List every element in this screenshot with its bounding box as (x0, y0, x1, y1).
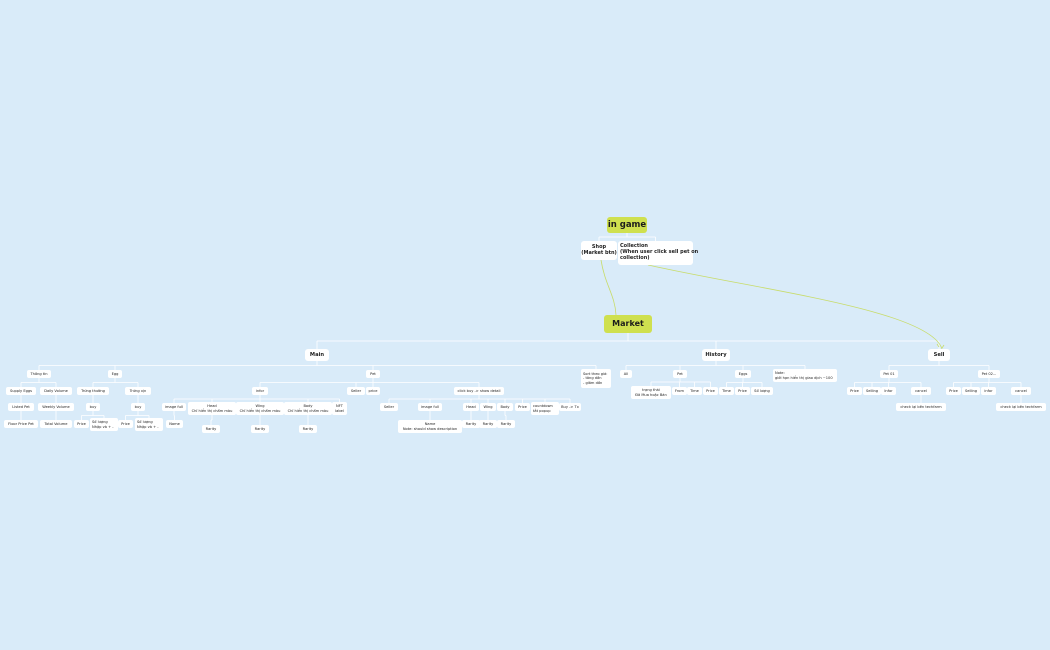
node-name-note[interactable]: Name Note: should show description (398, 420, 462, 433)
node-s2-infor[interactable]: infor (981, 387, 996, 395)
node-time-2[interactable]: Time (719, 387, 734, 395)
link-arrowhead-sell (936, 343, 945, 349)
node-weekly-volume[interactable]: Weekly Volume (38, 403, 74, 411)
node-history[interactable]: History (702, 349, 730, 361)
node-pet[interactable]: Pet (366, 370, 380, 378)
node-s2-cancel[interactable]: cancel (1011, 387, 1031, 395)
node-supply-eggs[interactable]: Supply Eggs (6, 387, 36, 395)
node-price-3[interactable]: Price (515, 403, 530, 411)
node-rarity-head-2[interactable]: Rarity (462, 420, 480, 428)
node-buy-1[interactable]: buy (86, 403, 100, 411)
node-image-full-1[interactable]: image full (162, 403, 186, 411)
node-s1-price[interactable]: Price (847, 387, 862, 395)
node-shop[interactable]: Shop (Market btn) (581, 241, 617, 260)
node-all[interactable]: All (620, 370, 632, 378)
node-in-game[interactable]: in game (607, 217, 647, 233)
node-rarity-wing-2[interactable]: Rarity (479, 420, 497, 428)
node-so-luong-1[interactable]: Số lượng Nhập và + - (90, 418, 118, 431)
node-click-buy[interactable]: click buy -> show detail (454, 387, 504, 395)
node-note-history[interactable]: Note: giới hạn hiển thị giao dịch ~100 (773, 369, 837, 382)
node-market[interactable]: Market (604, 315, 652, 333)
node-s2-selling[interactable]: Selling (962, 387, 980, 395)
node-head-2[interactable]: Head (463, 403, 479, 411)
node-trung-xin[interactable]: Trứng xịn (125, 387, 151, 395)
node-eggs[interactable]: Eggs (735, 370, 751, 378)
node-price-pet[interactable]: price (366, 387, 380, 395)
node-trang-thai[interactable]: trạng thái Đã Mua hoặc Bán (631, 386, 671, 399)
link-collection-sell (647, 264, 943, 350)
node-trung-thuong[interactable]: Trứng thường (77, 387, 109, 395)
node-pet01[interactable]: Pet 01 (880, 370, 898, 378)
node-from[interactable]: From (672, 387, 687, 395)
node-seller-1[interactable]: Seller (347, 387, 365, 395)
node-rarity-wing-1[interactable]: Rarity (251, 425, 269, 433)
node-thong-tin[interactable]: Thông tin (27, 370, 51, 378)
node-name-1[interactable]: Name (166, 420, 183, 428)
node-s2-price[interactable]: Price (946, 387, 961, 395)
node-sort[interactable]: Sort theo giá: - tăng dần - giảm dần (581, 369, 611, 388)
node-time-1[interactable]: Time (687, 387, 702, 395)
node-wing-1[interactable]: Wing Chỉ hiển thị chấm màu (236, 402, 284, 415)
node-image-full-2[interactable]: image full (418, 403, 442, 411)
node-rarity-body-1[interactable]: Rarity (299, 425, 317, 433)
node-main[interactable]: Main (305, 349, 329, 361)
node-countdown[interactable]: countdown tắt popup (531, 402, 559, 415)
node-wing-2[interactable]: Wing (480, 403, 496, 411)
node-collection[interactable]: Collection (When user click sell pet on … (618, 241, 698, 265)
node-s2-check[interactable]: check lại bên techfarm (996, 403, 1046, 411)
node-buy-2[interactable]: buy (131, 403, 145, 411)
node-infor[interactable]: infor (252, 387, 268, 395)
node-price-h1[interactable]: Price (703, 387, 718, 395)
node-so-luong-h[interactable]: Số lượng (751, 387, 773, 395)
node-price-2[interactable]: Price (118, 420, 133, 428)
node-s1-cancel[interactable]: cancel (911, 387, 931, 395)
node-s1-infor[interactable]: Infor (881, 387, 896, 395)
node-rarity-head-1[interactable]: Rarity (202, 425, 220, 433)
node-listed-pet[interactable]: Listed Pet (8, 403, 34, 411)
node-floor-price-pet[interactable]: Floor Price Pet (4, 420, 38, 428)
node-egg[interactable]: Egg (108, 370, 122, 378)
node-so-luong-2[interactable]: Số lượng Nhập và + - (135, 418, 163, 431)
node-hist-pet[interactable]: Pet (673, 370, 687, 378)
node-total-volume[interactable]: Total Volume (40, 420, 72, 428)
node-sell[interactable]: Sell (928, 349, 950, 361)
node-body-1[interactable]: Body Chỉ hiển thị chấm màu (284, 402, 332, 415)
node-rarity-body-2[interactable]: Rarity (497, 420, 515, 428)
node-seller-2[interactable]: Seller (380, 403, 398, 411)
node-pet02[interactable]: Pet 02... (978, 370, 1000, 378)
node-head-1[interactable]: Head Chỉ hiển thị chấm màu (188, 402, 236, 415)
link-shop-market (600, 259, 617, 316)
node-nft-label[interactable]: NFT label (332, 402, 347, 415)
node-price-h2[interactable]: Price (735, 387, 750, 395)
node-body-2[interactable]: Body (497, 403, 513, 411)
node-daily-volume[interactable]: Daily Volume (40, 387, 72, 395)
node-s1-check[interactable]: check lại bên techfarm (896, 403, 946, 411)
node-buy-tx[interactable]: Buy -> Tx (559, 403, 581, 411)
node-price-1[interactable]: Price (74, 420, 89, 428)
node-s1-selling[interactable]: Selling (863, 387, 881, 395)
